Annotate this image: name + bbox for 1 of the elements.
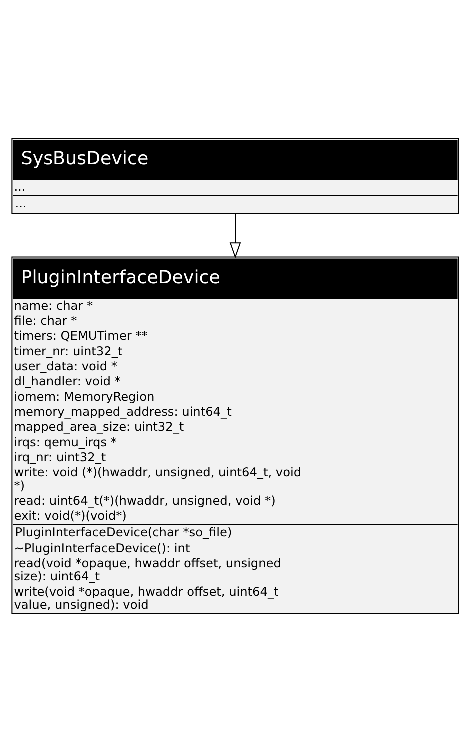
- arrow: [230, 214, 242, 258]
